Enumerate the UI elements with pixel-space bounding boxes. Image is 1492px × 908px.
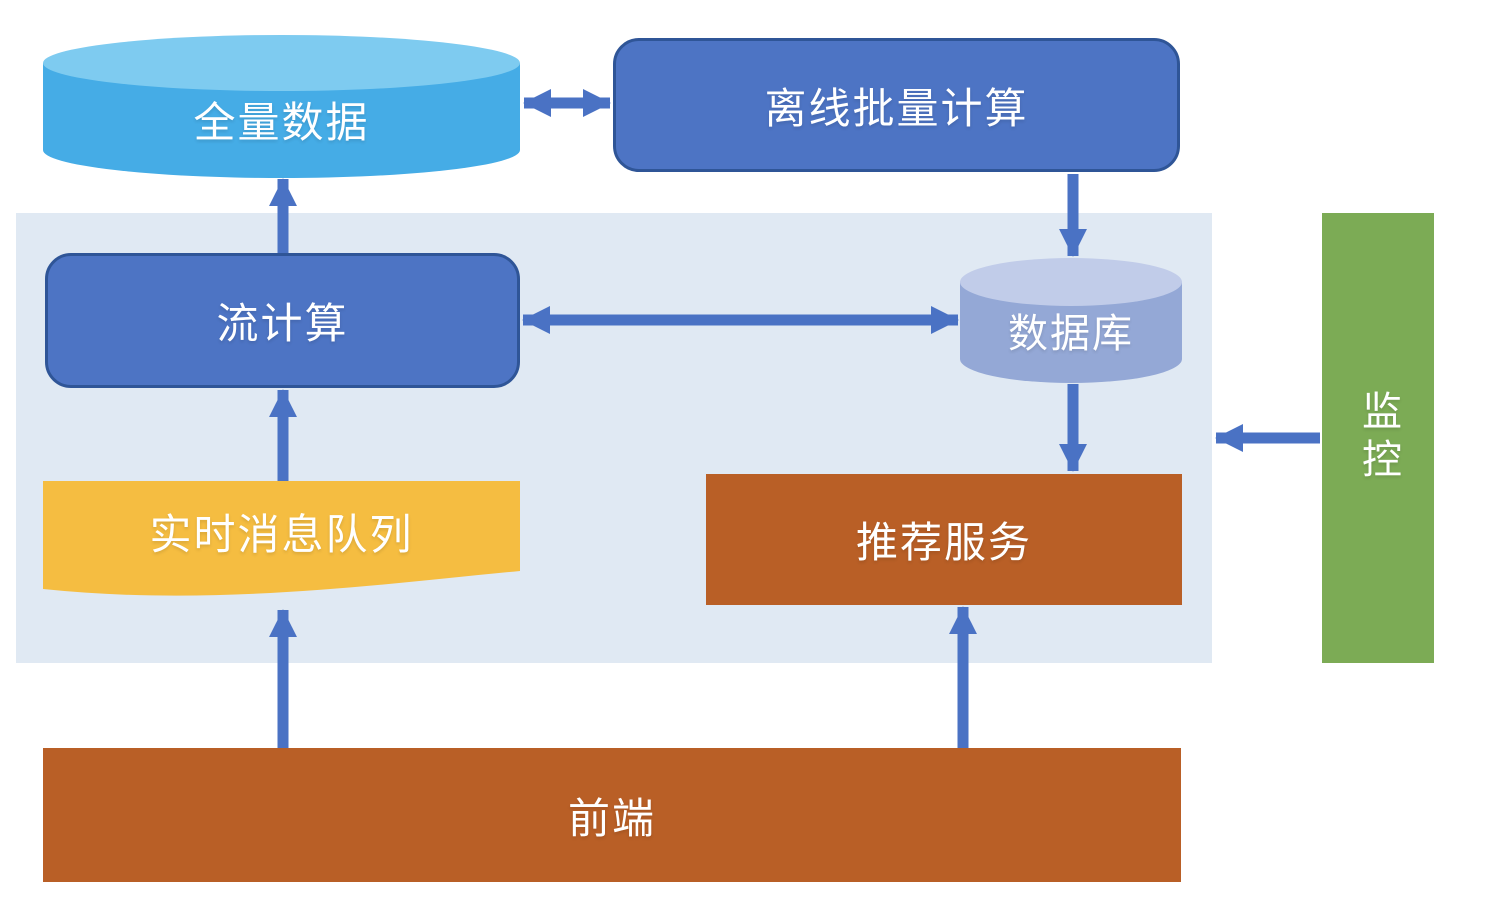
node-monitor-label: 监控 bbox=[1356, 390, 1400, 486]
node-realtime-queue-label: 实时消息队列 bbox=[149, 510, 414, 558]
node-stream-compute-label: 流计算 bbox=[216, 300, 349, 347]
node-monitor: 监控 bbox=[1322, 213, 1434, 663]
node-full-data-label: 全量数据 bbox=[193, 99, 370, 146]
node-realtime-queue: 实时消息队列 bbox=[43, 481, 520, 607]
node-database: 数据库 bbox=[960, 258, 1182, 383]
node-frontend-label: 前端 bbox=[567, 794, 656, 842]
node-frontend: 前端 bbox=[43, 748, 1181, 882]
node-offline-batch: 离线批量计算 bbox=[613, 38, 1180, 172]
cylinder-shape bbox=[960, 258, 1182, 383]
node-stream-compute: 流计算 bbox=[45, 253, 520, 388]
node-offline-batch-label: 离线批量计算 bbox=[764, 84, 1029, 132]
node-database-label: 数据库 bbox=[1008, 311, 1134, 356]
node-full-data: 全量数据 bbox=[43, 35, 520, 178]
node-recommend-service: 推荐服务 bbox=[706, 474, 1182, 605]
wave-shape bbox=[43, 481, 520, 596]
node-recommend-service-label: 推荐服务 bbox=[855, 519, 1032, 566]
cylinder-shape bbox=[43, 35, 520, 178]
